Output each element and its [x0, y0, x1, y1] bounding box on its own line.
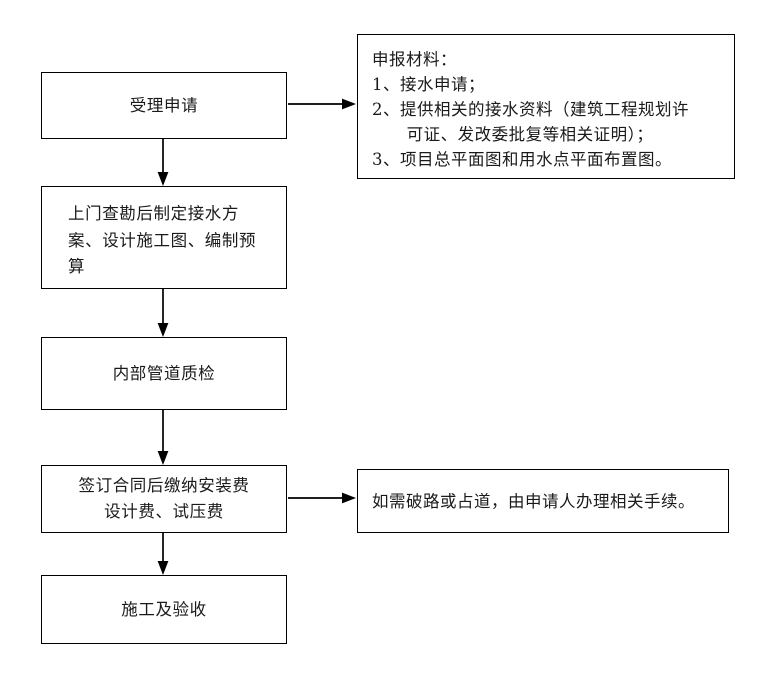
survey-line-3: 算: [68, 257, 86, 277]
survey-line-2: 案、设计施工图、编制预: [68, 230, 257, 250]
materials-item-2-cont: 可证、发改委批复等相关证明）；: [406, 125, 654, 145]
flow-node-survey-and-plan-label: 上门查勘后制定接水方 案、设计施工图、编制预 算: [52, 201, 276, 281]
flow-node-internal-pipe-inspection[interactable]: 内部管道质检: [41, 337, 287, 410]
flow-node-construction-and-acceptance[interactable]: 施工及验收: [41, 575, 287, 644]
contract-line-1: 签订合同后缴纳安装费: [78, 476, 250, 496]
connector-node4-to-road-note: [288, 488, 358, 508]
flow-node-sign-contract-pay-fees-label: 签订合同后缴纳安装费 设计费、试压费: [52, 473, 276, 524]
note-road-occupation[interactable]: 如需破路或占道，由申请人办理相关手续。: [357, 469, 729, 533]
connector-node2-to-node3: [153, 289, 173, 338]
flow-node-accept-application[interactable]: 受理申请: [41, 72, 287, 139]
road-note-text: 如需破路或占道，由申请人办理相关手续。: [372, 492, 695, 512]
contract-line-2: 设计费、试压费: [104, 502, 224, 521]
materials-heading: 申报材料：: [372, 50, 457, 69]
materials-item-2: 2、提供相关的接水资料（建筑工程规划许: [372, 100, 689, 120]
survey-line-1: 上门查勘后制定接水方: [68, 204, 239, 223]
connector-node4-to-node5: [153, 533, 173, 576]
flow-node-sign-contract-pay-fees[interactable]: 签订合同后缴纳安装费 设计费、试压费: [41, 465, 287, 533]
flow-node-survey-and-plan[interactable]: 上门查勘后制定接水方 案、设计施工图、编制预 算: [41, 186, 287, 289]
connector-node3-to-node4: [153, 410, 173, 466]
note-application-materials[interactable]: 申报材料： 1、接水申请； 2、提供相关的接水资料（建筑工程规划许 可证、发改委…: [357, 34, 735, 179]
connector-node1-to-materials-note: [288, 94, 358, 114]
materials-item-1: 1、接水申请；: [372, 75, 485, 95]
connector-node1-to-node2: [153, 139, 173, 187]
flow-node-construction-and-acceptance-label: 施工及验收: [121, 599, 207, 619]
flow-node-accept-application-label: 受理申请: [129, 95, 199, 115]
materials-item-3: 3、项目总平面图和用水点平面布置图。: [372, 150, 672, 170]
flow-node-internal-pipe-inspection-label: 内部管道质检: [112, 363, 216, 383]
